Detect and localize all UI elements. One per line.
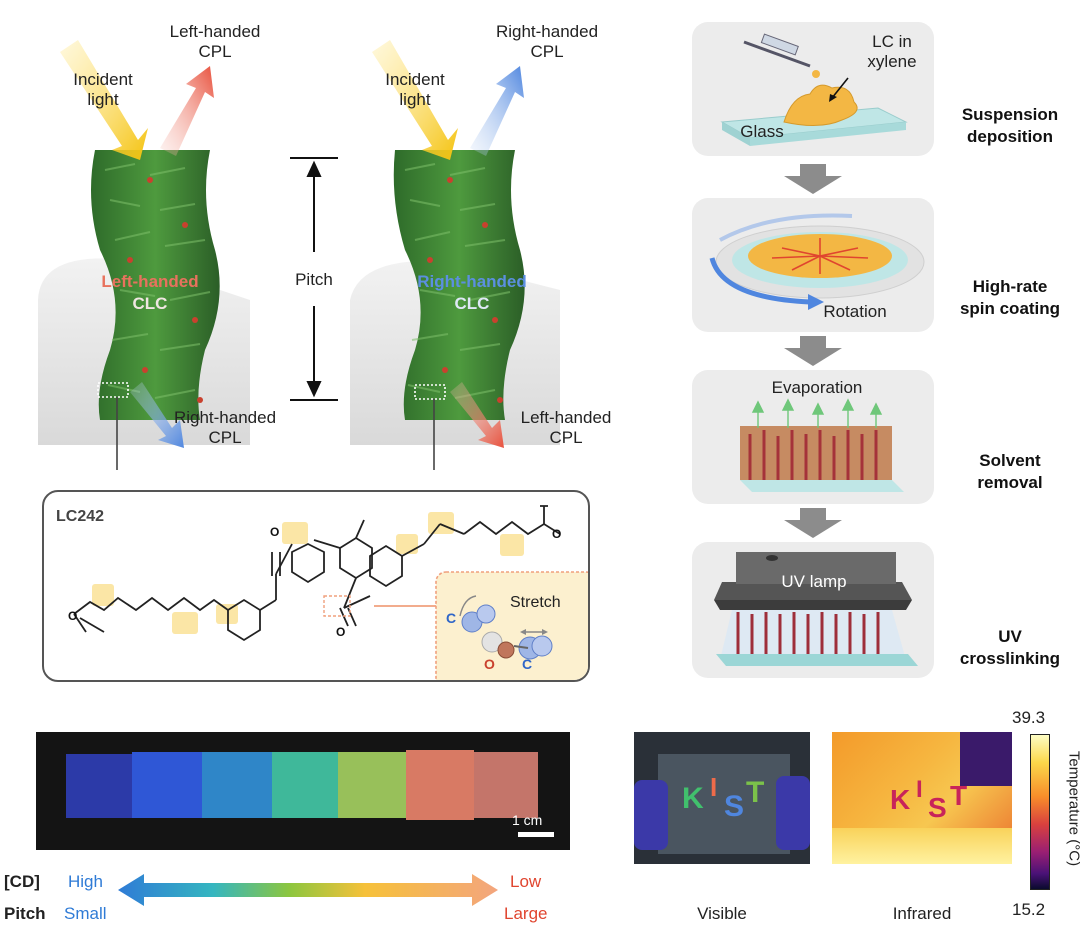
incident-beam-right (372, 40, 458, 160)
stretch-inset (435, 571, 588, 680)
lc-in-xylene-label: LC in xylene (867, 32, 917, 71)
helix-right-name-abbr: CLC (454, 294, 490, 313)
uv-crosslinking-illustration (714, 552, 918, 666)
helix-right-selection (414, 384, 446, 400)
swatch-3 (272, 752, 338, 818)
step-suspension-deposition-label: Suspension deposition (961, 105, 1059, 146)
gradient-arrow (118, 874, 498, 906)
glass-label: Glass (740, 122, 784, 141)
logo-letter-k-visible: K (682, 782, 704, 815)
infrared-caption: Infrared (892, 904, 952, 923)
solvent-removal-illustration (740, 398, 904, 492)
logo-letter-t-infrared: T (950, 780, 968, 811)
reflected-cpl-left-label: Left-handed CPL (169, 22, 261, 61)
atom-c2-label: C (522, 656, 533, 672)
pitch-marker (290, 157, 338, 401)
step-uv-crosslinking-label: UV crosslinking (959, 627, 1061, 668)
cd-low-label: Low (510, 872, 542, 891)
svg-text:O: O (270, 525, 279, 539)
stretch-label: Stretch (510, 594, 561, 611)
scale-bar (518, 832, 554, 837)
atom-o-label: O (484, 656, 495, 672)
process-arrow-1 (784, 164, 842, 194)
swatch-5 (406, 750, 474, 820)
cd-high-label: High (68, 872, 103, 891)
helix-illustration (38, 40, 560, 470)
logo-letter-t-visible: T (746, 776, 765, 809)
swatch-0 (66, 754, 132, 818)
infrared-photo: K I S T (832, 732, 1012, 864)
step-solvent-removal-box: Evaporation (692, 370, 934, 504)
step-suspension-deposition-box: LC in xylene Glass (692, 22, 934, 156)
step-uv-crosslinking-box: UV lamp (692, 542, 934, 678)
pitch-label: Pitch (295, 270, 333, 289)
pitch-small-label: Small (64, 904, 107, 923)
visible-caption: Visible (697, 904, 747, 923)
transmitted-cpl-left-label: Right-handed CPL (173, 408, 277, 447)
helix-panel: Incident light Left-handed CPL Right-han… (0, 0, 650, 470)
process-arrow-3 (784, 508, 842, 538)
transmitted-cpl-right-label: Left-handed CPL (520, 408, 612, 447)
logo-letter-s-visible: S (724, 790, 745, 823)
helix-left-body (91, 150, 220, 420)
process-arrow-2 (784, 336, 842, 366)
helix-left-selection (97, 382, 129, 398)
uv-lamp-label: UV lamp (781, 572, 847, 591)
logo-letter-i-visible: I (710, 772, 718, 802)
helix-left-name-word: Left-handed (101, 272, 199, 291)
helix-right-name-word: Right-handed (417, 272, 527, 291)
stretch-atoms (459, 595, 553, 660)
pitch-row-label: Pitch (4, 904, 46, 923)
scale-bar-label: 1 cm (512, 812, 543, 828)
swatch-4 (338, 752, 406, 818)
logo-letter-k-infrared: K (890, 784, 911, 815)
helix-left-name-abbr: CLC (132, 294, 168, 313)
suspension-deposition-illustration (720, 33, 908, 146)
swatch-6 (474, 752, 538, 818)
logo-letter-i-infrared: I (916, 776, 923, 803)
swatch-1 (132, 752, 202, 818)
pitch-large-label: Large (504, 904, 548, 923)
spin-coating-illustration (709, 213, 925, 310)
incident-light-right-label: Incident light (385, 70, 445, 109)
incident-light-left-label: Incident light (73, 70, 133, 109)
molecule-name: LC242 (56, 508, 105, 525)
reflected-beam-left (160, 66, 214, 156)
rotation-label: Rotation (823, 302, 887, 321)
helix-red-dots (127, 177, 503, 403)
colorbar-title: Temperature (°C) (1065, 750, 1080, 867)
cd-row-label: [CD] (4, 872, 40, 891)
svg-text:O: O (552, 527, 561, 541)
transmitted-beam-right (450, 382, 504, 448)
colorbar-max-label: 39.3 (1012, 708, 1046, 727)
step-spin-coating-box: Rotation (692, 198, 934, 332)
svg-text:O: O (68, 609, 77, 623)
film-photo: 1 cm (36, 732, 570, 850)
step-solvent-removal-label: Solvent removal (977, 451, 1043, 492)
svg-text:O: O (336, 625, 345, 639)
reflected-beam-right (470, 66, 524, 156)
reflected-cpl-right-label: Right-handed CPL (495, 22, 599, 61)
visible-photo: K I S T (634, 732, 810, 864)
incident-beam-left (60, 40, 148, 160)
evaporation-label: Evaporation (771, 378, 863, 397)
step-spin-coating-label: High-rate spin coating (959, 277, 1061, 318)
transmitted-beam-left (130, 382, 184, 448)
helix-right-body (393, 150, 525, 420)
logo-letter-s-infrared: S (928, 792, 947, 823)
swatch-2 (202, 752, 272, 818)
molecule-connectors (116, 397, 435, 470)
molecule-box: LC242 (42, 490, 590, 682)
atom-c1-label: C (446, 610, 457, 626)
colorbar (1030, 734, 1050, 890)
colorbar-min-label: 15.2 (1012, 900, 1046, 919)
molecule-structure: O O O O (68, 505, 588, 680)
